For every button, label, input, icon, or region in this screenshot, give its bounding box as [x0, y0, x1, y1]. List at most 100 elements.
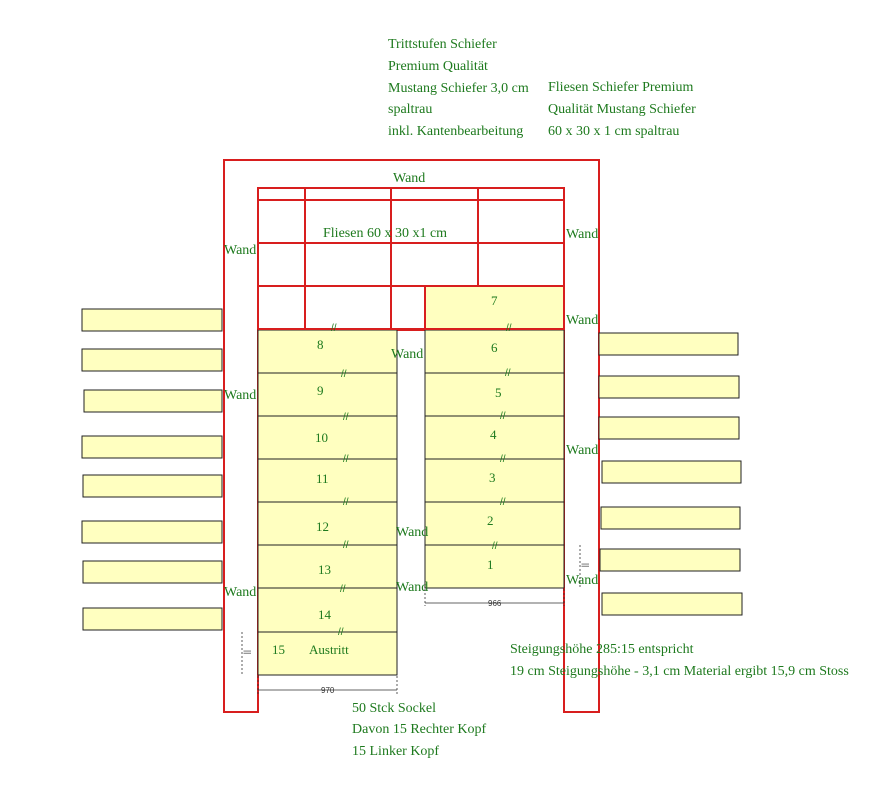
sockel-piece: [598, 416, 740, 440]
dimension-left: [241, 632, 398, 694]
tread: [257, 544, 398, 589]
wall-label: Wand: [566, 313, 598, 328]
walkline-mark: //: [340, 584, 346, 595]
walkline-markers: // // // // // // // // // // // // // /…: [331, 323, 512, 638]
sockel-piece: [600, 506, 741, 530]
tiles-label: Fliesen 60 x 30 x1 cm: [323, 226, 447, 241]
dimension-gap: ||: [243, 650, 252, 654]
steps-material-note: Trittstufen Schiefer Premium Qualität Mu…: [388, 37, 529, 139]
walkline-mark: //: [500, 411, 506, 422]
wall-label: Wand: [393, 171, 425, 186]
sockel-piece: [81, 435, 223, 459]
sockel-piece: [598, 332, 739, 356]
left-step-labels: 8 9 10 11 12 13 14 15 Austritt: [272, 337, 349, 657]
walkline-mark: //: [500, 497, 506, 508]
steps-material-line: Trittstufen Schiefer: [388, 37, 497, 52]
wall-label: Wand: [396, 525, 428, 540]
wall-label: Wand: [224, 388, 256, 403]
right-step-labels: 7 6 5 4 3 2 1: [487, 293, 502, 572]
tread: [424, 372, 565, 417]
sockel-piece: [601, 592, 743, 616]
tread: [424, 415, 565, 460]
walkline-mark: //: [505, 368, 511, 379]
step-number: 5: [495, 385, 502, 400]
tread: [424, 501, 565, 546]
sockel-piece: [81, 308, 223, 332]
tile-grid: [257, 187, 565, 330]
walkline-mark: //: [331, 323, 337, 334]
rise-line: 19 cm Steigungshöhe - 3,1 cm Material er…: [510, 664, 849, 679]
sockel-piece: [81, 520, 223, 544]
step-number: 2: [487, 513, 494, 528]
wall-label: Wand: [566, 227, 598, 242]
tile-grid-outline: [424, 285, 565, 330]
step-number: 8: [317, 337, 324, 352]
rise-note: Steigungshöhe 285:15 entspricht 19 cm St…: [510, 642, 849, 679]
wall-labels: Wand Wand Wand Wand Wand Wand Wand Wand …: [224, 171, 598, 600]
step-number: 4: [490, 427, 497, 442]
step-number: 9: [317, 383, 324, 398]
walkline-mark: //: [506, 323, 512, 334]
wall-label: Wand: [224, 243, 256, 258]
tread: [424, 329, 565, 374]
sockel-piece: [83, 389, 223, 413]
dimension-value: 970: [321, 686, 335, 695]
sockel-line: 15 Linker Kopf: [352, 744, 439, 759]
rise-line: Steigungshöhe 285:15 entspricht: [510, 642, 694, 657]
step-number: 12: [316, 519, 329, 534]
tiles-material-note: Fliesen Schiefer Premium Qualität Mustan…: [548, 80, 696, 139]
sockel-piece: [598, 375, 740, 399]
sockel-piece: [82, 474, 223, 498]
left-flight: [257, 329, 398, 676]
sockel-piece: [82, 560, 223, 584]
walkline-mark: //: [500, 454, 506, 465]
step-number: 14: [318, 607, 332, 622]
step-number: 10: [315, 430, 328, 445]
walkline-mark: //: [341, 369, 347, 380]
tile-area-border: [257, 187, 565, 330]
walkline-mark: //: [343, 412, 349, 423]
step-number: 11: [316, 471, 329, 486]
step-number: 6: [491, 340, 498, 355]
steps-material-line: Premium Qualität: [388, 59, 488, 74]
step-number: 15: [272, 642, 285, 657]
walkline-mark: //: [343, 497, 349, 508]
walkline-mark: //: [338, 627, 344, 638]
left-sockel-pieces: [81, 308, 223, 631]
wall-label: Wand: [224, 585, 256, 600]
step-number: 1: [487, 557, 494, 572]
sockel-piece: [601, 460, 742, 484]
tread: [424, 544, 565, 589]
wall-label: Wand: [566, 443, 598, 458]
step-number: 7: [491, 293, 498, 308]
sockel-line: Davon 15 Rechter Kopf: [352, 722, 486, 737]
right-sockel-pieces: [598, 332, 743, 616]
tread: [257, 329, 398, 374]
tread: [257, 631, 398, 676]
right-flight: [424, 285, 565, 589]
steps-material-line: Mustang Schiefer 3,0 cm: [388, 81, 529, 96]
tiles-material-line: 60 x 30 x 1 cm spaltrau: [548, 124, 679, 139]
tread: [257, 501, 398, 546]
wall-label: Wand: [566, 573, 598, 588]
dimension-value: 966: [488, 599, 502, 608]
tiles-material-line: Qualität Mustang Schiefer: [548, 102, 696, 117]
dimension-gap: ||: [581, 563, 590, 567]
tiles-material-line: Fliesen Schiefer Premium: [548, 80, 694, 95]
austritt-label: Austritt: [309, 642, 349, 657]
sockel-piece: [81, 348, 223, 372]
walkline-mark: //: [492, 541, 498, 552]
sockel-piece: [82, 607, 223, 631]
sockel-line: 50 Stck Sockel: [352, 701, 436, 716]
tread: [257, 372, 398, 417]
tread: [424, 458, 565, 503]
steps-material-line: spaltrau: [388, 102, 432, 117]
dimension-right: [424, 545, 581, 606]
sockel-piece: [599, 548, 741, 572]
wall-label: Wand: [391, 347, 423, 362]
walkline-mark: //: [343, 454, 349, 465]
steps-material-line: inkl. Kantenbearbeitung: [388, 124, 523, 139]
sockel-note: 50 Stck Sockel Davon 15 Rechter Kopf 15 …: [352, 701, 486, 759]
step-number: 3: [489, 470, 496, 485]
